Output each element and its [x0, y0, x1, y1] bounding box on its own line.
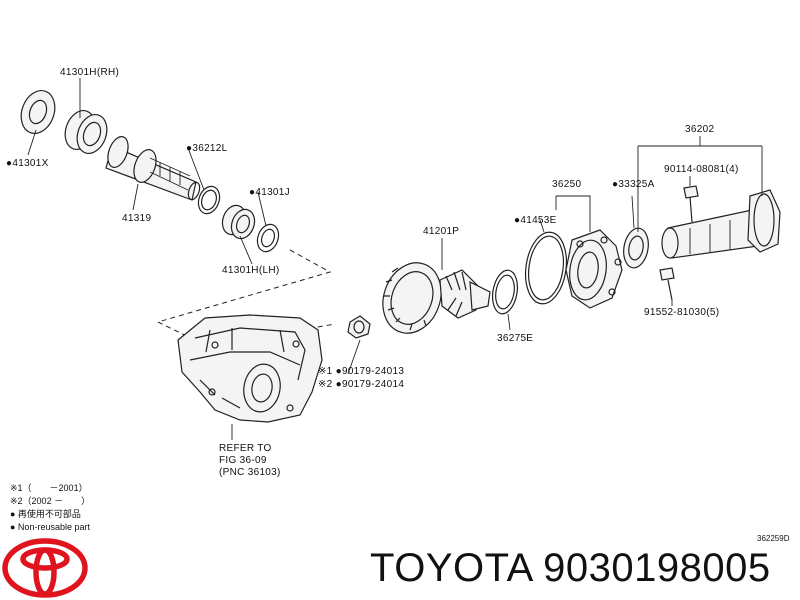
ring-gear-41201p-part [382, 262, 491, 334]
label-36275e: 36275E [497, 333, 533, 344]
label-41301j: ●41301J [249, 187, 290, 198]
label-36212l: ●36212L [186, 143, 228, 154]
label-90114: 90114-08081(4) [664, 164, 739, 175]
label-90179-1: ※1 ●90179-24013 [318, 366, 404, 377]
seal-41301j-part [256, 223, 280, 253]
legend-line-2: ※2（2002 － ） [10, 496, 90, 506]
bolt-91552-part [659, 267, 675, 301]
bolt-90114-part [683, 185, 699, 223]
label-41301x: ●41301X [6, 158, 49, 169]
legend-line-3: ● 再使用不可部品 [10, 508, 81, 519]
label-36202: 36202 [685, 124, 714, 135]
transfer-case-housing-part [177, 314, 323, 423]
label-90179-2: ※2 ●90179-24014 [318, 379, 404, 390]
o-ring-41453e-part [524, 231, 568, 305]
figure-id: 362259D [757, 534, 790, 543]
snap-ring-36212l-part [197, 185, 221, 215]
refer-note-line1: REFER TO [219, 443, 272, 454]
label-41301h-rh: 41301H(RH) [60, 67, 119, 78]
refer-note-line2: FIG 36-09 [219, 455, 267, 466]
output-flange-36202-part [661, 189, 781, 259]
label-41453e: ●41453E [514, 215, 557, 226]
cover-36250-part [565, 229, 623, 309]
plug-90179-part [347, 315, 371, 339]
label-91552: 91552-81030(5) [644, 307, 719, 318]
label-41319: 41319 [122, 213, 151, 224]
seal-33325a-part [623, 227, 649, 269]
bearing-41301h-rh-part [64, 110, 108, 154]
shim-36275e-part [491, 269, 519, 315]
bearing-41301h-lh-part [221, 204, 256, 240]
refer-note-line3: (PNC 36103) [219, 467, 281, 478]
brand-part-number: TOYOTA 9030198005 [370, 546, 771, 590]
toyota-logo-icon [2, 538, 88, 598]
label-41201p: 41201P [423, 226, 459, 237]
shaft-41319-part [105, 136, 201, 201]
label-41301h-lh: 41301H(LH) [222, 265, 279, 276]
legend-line-4: ● Non-reusable part [10, 522, 90, 532]
label-36250: 36250 [552, 179, 581, 190]
label-33325a: ●33325A [612, 179, 655, 190]
legend-line-1: ※1（ －2001） [10, 483, 88, 493]
seal-41301x-part [20, 90, 56, 134]
